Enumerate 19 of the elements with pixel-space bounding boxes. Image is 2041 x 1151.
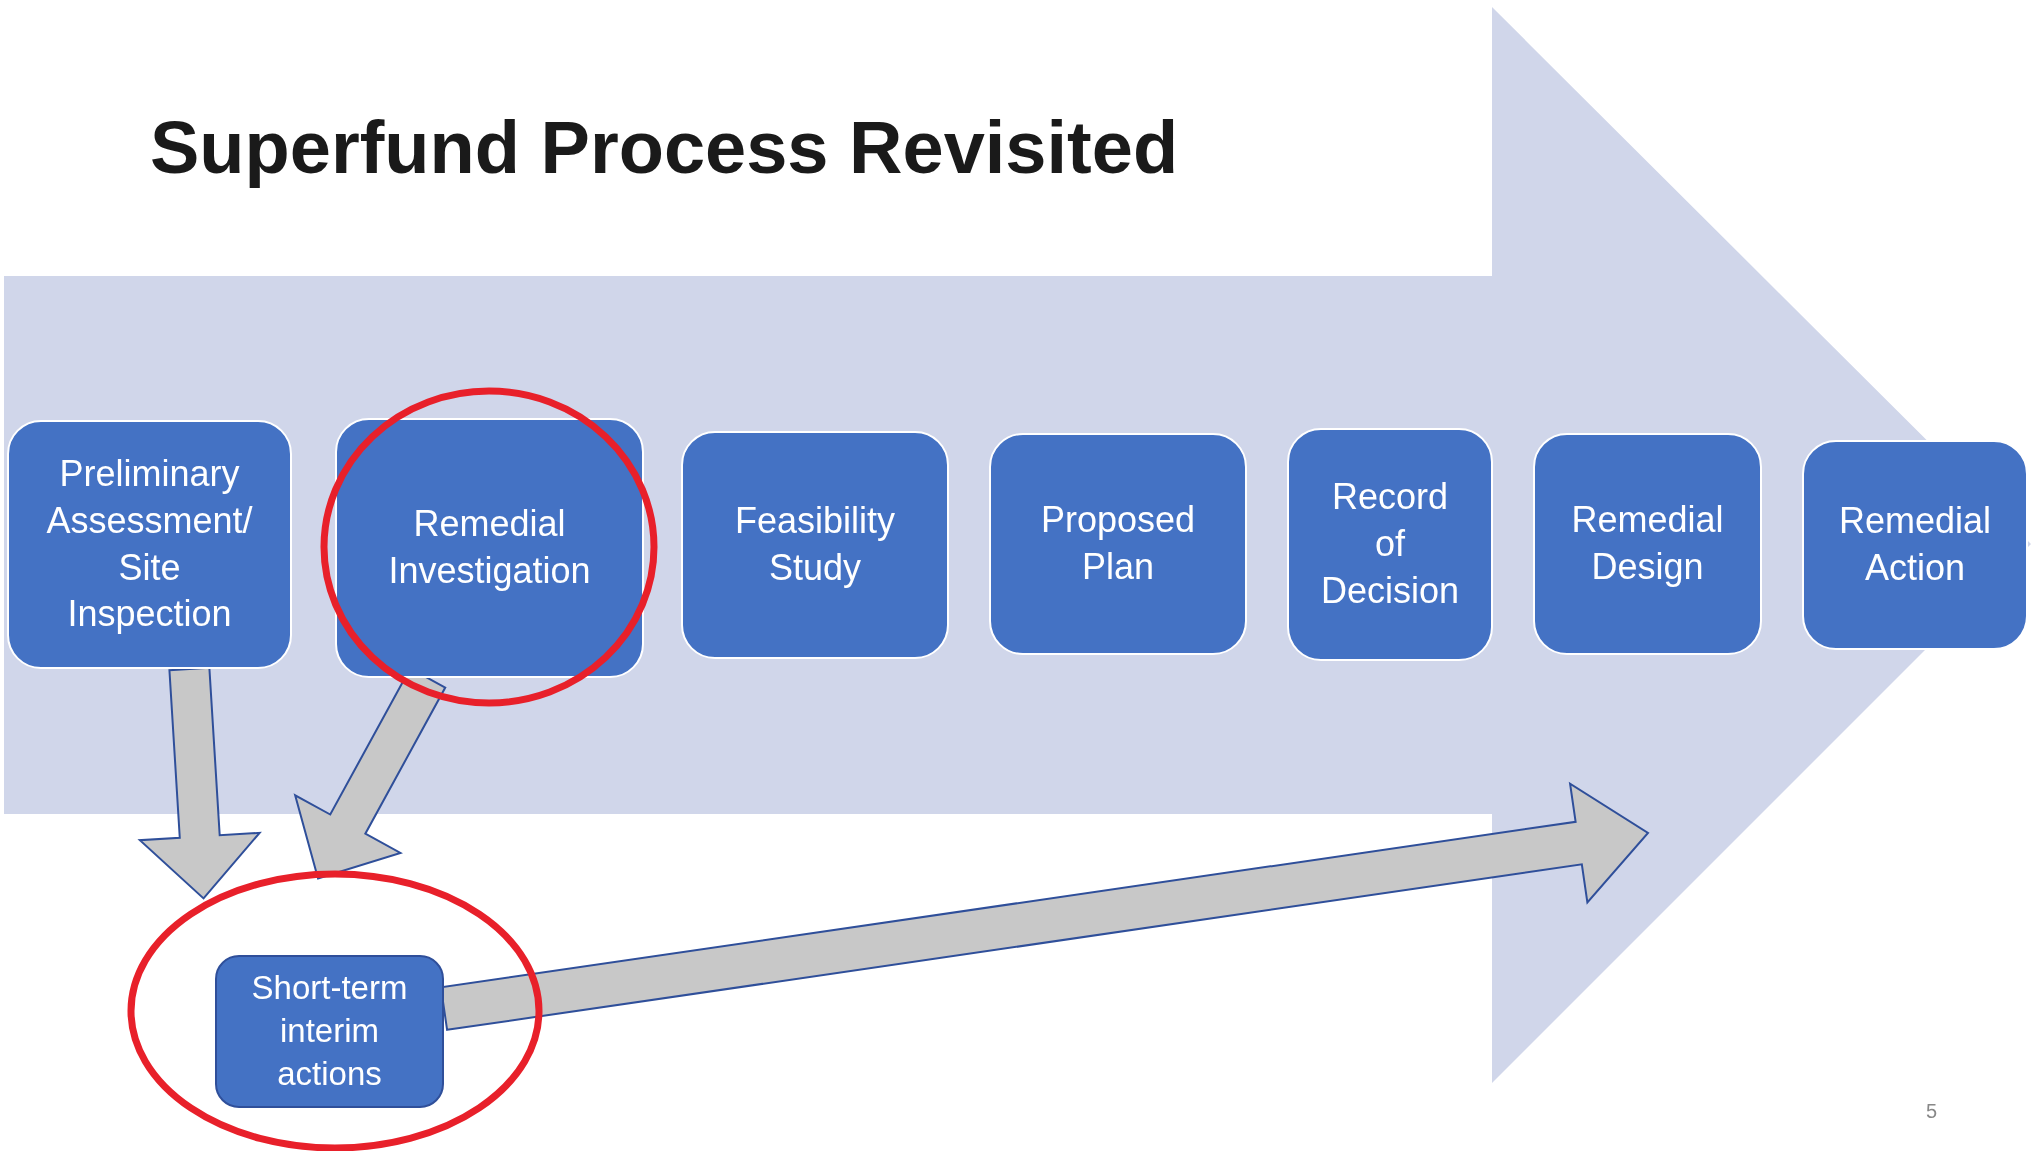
process-box xyxy=(1802,440,2028,650)
process-box xyxy=(1287,428,1493,661)
box-label: Preliminary Assessment/ Site Inspection xyxy=(45,451,254,637)
process-box xyxy=(335,418,644,678)
box-label: Remedial Design xyxy=(1570,498,1725,589)
process-box xyxy=(1533,433,1762,655)
process-box xyxy=(681,431,949,659)
title: Superfund Process Revisited xyxy=(150,105,1179,190)
box-label: Feasibility Study xyxy=(733,499,897,590)
block-arrow xyxy=(137,666,262,900)
page-number: 5 xyxy=(1926,1100,1938,1123)
process-box xyxy=(989,433,1247,655)
box-label: Remedial Investigation xyxy=(387,502,592,593)
process-box xyxy=(7,420,292,669)
box-label: Proposed Plan xyxy=(1039,498,1197,589)
box-label: Remedial Action xyxy=(1837,499,1993,590)
process-box xyxy=(215,955,444,1108)
box-label: Record of Decision xyxy=(1319,475,1461,613)
box-label: Short-term interim actions xyxy=(250,968,409,1094)
